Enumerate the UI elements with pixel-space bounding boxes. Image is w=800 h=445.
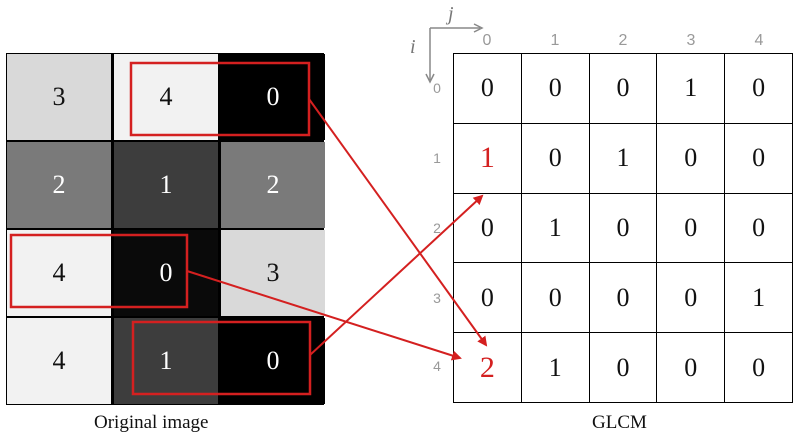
row-axis-label: i: [410, 36, 416, 58]
original-image-caption: Original image: [94, 412, 209, 433]
glcm-cell: 0: [657, 123, 726, 194]
pixel-cell: 0: [221, 318, 325, 404]
glcm-cell: 0: [454, 193, 522, 264]
glcm-cell: 0: [454, 263, 522, 334]
glcm-cell: 0: [725, 333, 793, 403]
glcm-cell: 1: [521, 193, 590, 264]
pixel-cell: 1: [114, 318, 218, 404]
glcm-col-label: 3: [686, 32, 696, 49]
glcm-cell: 0: [657, 193, 726, 264]
glcm-cell: 0: [657, 333, 726, 403]
glcm-row-label: 2: [433, 220, 441, 236]
pixel-cell: 2: [221, 142, 325, 228]
pixel-cell: 4: [114, 54, 218, 140]
glcm-cell: 0: [454, 54, 522, 124]
glcm-cell: 1: [657, 54, 726, 124]
glcm-cell: 2: [454, 333, 522, 403]
glcm-cell: 1: [521, 333, 590, 403]
glcm-cell: 0: [521, 263, 590, 334]
pixel-cell: 0: [221, 54, 325, 140]
pixel-cell: 3: [7, 54, 111, 140]
glcm-cell: 0: [589, 263, 658, 334]
glcm-cell: 0: [589, 54, 658, 124]
glcm-caption: GLCM: [592, 412, 647, 433]
glcm-row-label: 0: [433, 80, 441, 96]
col-axis-label: j: [448, 3, 454, 25]
glcm-cell: 1: [589, 123, 658, 194]
pixel-cell: 1: [114, 142, 218, 228]
glcm-cell: 0: [725, 193, 793, 264]
glcm-col-label: 1: [550, 32, 560, 49]
glcm-row-label: 4: [433, 358, 441, 374]
pixel-cell: 4: [7, 318, 111, 404]
glcm-cell: 0: [589, 193, 658, 264]
glcm-row-label: 3: [433, 290, 441, 306]
glcm-cell: 0: [725, 123, 793, 194]
glcm-cell: 1: [725, 263, 793, 334]
pixel-cell: 2: [7, 142, 111, 228]
pixel-cell: 4: [7, 230, 111, 316]
glcm-row-label: 1: [433, 150, 441, 166]
glcm-cell: 1: [454, 123, 522, 194]
glcm-cell: 0: [521, 123, 590, 194]
glcm-cell: 0: [725, 54, 793, 124]
glcm-col-label: 2: [618, 32, 628, 49]
glcm-cell: 0: [521, 54, 590, 124]
glcm-cell: 0: [657, 263, 726, 334]
pixel-cell: 0: [114, 230, 218, 316]
glcm-cell: 0: [589, 333, 658, 403]
glcm-col-label: 0: [482, 32, 492, 49]
pixel-cell: 3: [221, 230, 325, 316]
glcm-col-label: 4: [754, 32, 764, 49]
